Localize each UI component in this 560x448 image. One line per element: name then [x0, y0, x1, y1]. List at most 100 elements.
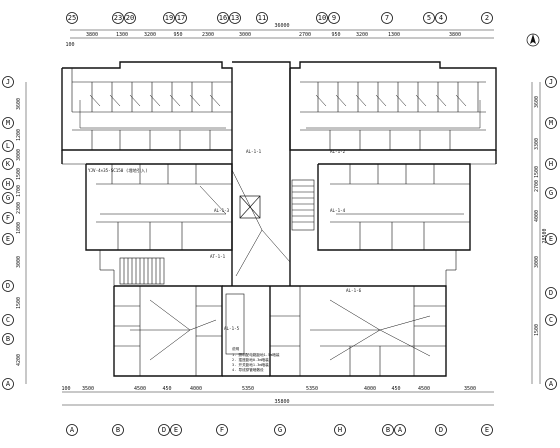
svg-text:A: A	[549, 380, 554, 388]
axis-bubble-bottom: B	[382, 424, 394, 436]
right-dim: 3600	[534, 96, 540, 108]
axis-bubble-bottom: A	[394, 424, 406, 436]
top-dim-8: 950	[331, 32, 340, 38]
svg-text:C: C	[6, 316, 10, 324]
svg-text:F: F	[6, 214, 10, 222]
axis-bubble-bottom: D	[435, 424, 447, 436]
axis-bubble-top: 10	[316, 12, 328, 24]
top-dim-6: 3000	[239, 32, 251, 38]
bottom-dimension-chain: 100 3500 4500 450 4000 5350 5350 4000 45…	[61, 386, 494, 406]
svg-text:F: F	[220, 426, 224, 434]
svg-text:G: G	[278, 426, 282, 434]
bottom-dim: 3500	[82, 386, 94, 392]
axis-bubble-right: G	[545, 187, 557, 199]
svg-text:J: J	[549, 78, 553, 86]
axis-bubble-left: H	[2, 178, 14, 190]
axis-bubble-top: 5	[423, 12, 435, 24]
north-arrow-icon	[526, 33, 540, 47]
svg-text:A: A	[6, 380, 11, 388]
svg-text:B: B	[386, 426, 390, 434]
svg-text:9: 9	[332, 14, 336, 22]
svg-text:E: E	[174, 426, 178, 434]
svg-text:B: B	[116, 426, 120, 434]
axis-bubble-left: E	[2, 233, 14, 245]
svg-text:D: D	[549, 289, 553, 297]
middle-room-partitions	[96, 164, 470, 250]
svg-text:H: H	[338, 426, 342, 434]
bottom-dim: 4000	[190, 386, 202, 392]
left-dim: 2300	[16, 202, 22, 214]
svg-text:5: 5	[427, 14, 431, 22]
svg-text:D: D	[162, 426, 166, 434]
bottom-axis-bubbles: A B D E F G H B A D E	[66, 424, 493, 436]
legend-line: 3. 开关距地1.3m暗装	[232, 362, 269, 367]
svg-text:A: A	[398, 426, 403, 434]
stair-core	[119, 179, 315, 355]
left-dim: 1700	[16, 185, 22, 197]
svg-text:11: 11	[258, 14, 266, 22]
top-dim-10: 1300	[388, 32, 400, 38]
top-dim-11: 3800	[449, 32, 461, 38]
svg-text:10: 10	[318, 14, 326, 22]
panel-label: AL-1-1	[246, 149, 262, 154]
svg-text:E: E	[6, 235, 10, 243]
axis-bubble-top: 7	[381, 12, 393, 24]
upper-room-partitions	[71, 68, 486, 150]
axis-bubble-left: C	[2, 314, 14, 326]
axis-bubble-right: E	[545, 233, 557, 245]
svg-text:E: E	[549, 235, 553, 243]
svg-text:G: G	[6, 194, 10, 202]
axis-bubble-top: 11	[256, 12, 268, 24]
axis-bubble-bottom: H	[334, 424, 346, 436]
panel-label: AL-1-6	[346, 288, 362, 293]
axis-bubble-top: 16	[217, 12, 229, 24]
legend-line: 2. 插座距地0.3m暗装	[232, 357, 269, 362]
svg-text:M: M	[6, 119, 10, 127]
left-dim: 3000	[16, 149, 22, 161]
right-total-dimension: 28500	[542, 228, 548, 243]
axis-bubble-bottom: G	[274, 424, 286, 436]
axis-bubble-right: J	[545, 76, 557, 88]
panel-label: AL-1-4	[330, 208, 346, 213]
svg-text:H: H	[549, 160, 553, 168]
svg-text:19: 19	[165, 14, 173, 22]
axis-bubble-top: 4	[435, 12, 447, 24]
feeder-note: YJV-4×35-SC150 (埋地引入)	[88, 167, 148, 174]
bottom-dim: 450	[162, 386, 171, 392]
axis-bubble-top: 20	[124, 12, 136, 24]
axis-bubble-left: F	[2, 212, 14, 224]
svg-text:C: C	[549, 316, 553, 324]
svg-text:23: 23	[114, 14, 122, 22]
right-dim: 4000	[534, 210, 540, 222]
svg-text:L: L	[6, 142, 10, 150]
axis-bubble-left: D	[2, 280, 14, 292]
bottom-dim: 3500	[464, 386, 476, 392]
svg-text:B: B	[6, 335, 10, 343]
svg-text:25: 25	[68, 14, 76, 22]
legend-title: 说明	[232, 346, 240, 351]
bottom-dim: 4000	[364, 386, 376, 392]
axis-bubble-right: H	[545, 158, 557, 170]
svg-text:D: D	[439, 426, 443, 434]
top-dim-1: 3800	[86, 32, 98, 38]
axis-bubble-bottom: D	[158, 424, 170, 436]
axis-bubble-bottom: E	[481, 424, 493, 436]
svg-text:A: A	[70, 426, 75, 434]
left-dim: 1500	[16, 297, 22, 309]
bottom-dim: 4500	[134, 386, 146, 392]
bottom-dim: 5350	[242, 386, 254, 392]
axis-bubble-top: 9	[328, 12, 340, 24]
left-dim: 3600	[16, 98, 22, 110]
panel-label: AL-1-2	[330, 149, 346, 154]
axis-bubble-top: 25	[66, 12, 78, 24]
axis-bubble-right: C	[545, 314, 557, 326]
axis-bubble-left: B	[2, 333, 14, 345]
left-dimension-chain: 3600 1200 3000 1500 1700 2300 1800 3000 …	[16, 82, 27, 384]
axis-bubble-right: M	[545, 117, 557, 129]
panel-label: AL-1-5	[224, 326, 240, 331]
left-dim: 1200	[16, 129, 22, 141]
bottom-dim: 100	[61, 386, 70, 392]
right-axis-bubbles: J M H G E D C A	[545, 76, 557, 390]
bottom-dim: 450	[391, 386, 400, 392]
